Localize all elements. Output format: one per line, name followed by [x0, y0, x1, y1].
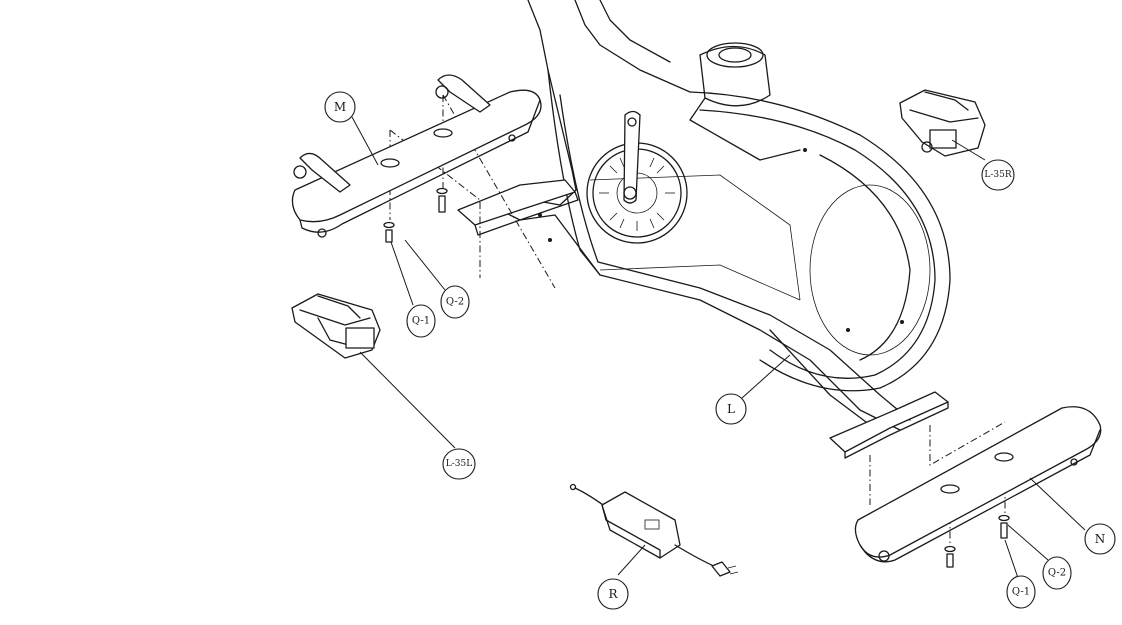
front-stabilizer-part-M — [291, 74, 542, 238]
callout-Q2-rear: Q-2 — [1042, 556, 1072, 590]
callout-L-35L: L-35L — [442, 448, 476, 480]
front-bolts-Q1-Q2 — [383, 187, 448, 243]
assembly-lines-rear — [869, 421, 1006, 545]
callout-L: L — [715, 393, 747, 425]
left-pedal-part-L-35L — [291, 293, 381, 359]
callout-Q1-rear: Q-1 — [1006, 575, 1036, 609]
callout-Q1-front: Q-1 — [406, 304, 436, 338]
right-pedal-part-L-35R — [899, 89, 986, 157]
rear-stabilizer-part-N — [854, 406, 1102, 563]
svg-text:Q-2: Q-2 — [446, 297, 464, 308]
leader-lines — [351, 116, 1086, 579]
callout-R: R — [597, 578, 629, 610]
svg-text:Q-1: Q-1 — [1012, 587, 1030, 598]
svg-text:L-35L: L-35L — [446, 459, 472, 469]
svg-text:L-35R: L-35R — [984, 170, 1011, 180]
rear-bolts-Q1-Q2 — [944, 514, 1010, 568]
power-adapter-part-R — [569, 483, 739, 577]
bike-frame-part-L — [457, 0, 951, 459]
svg-text:L: L — [727, 402, 735, 416]
callout-N: N — [1084, 523, 1116, 555]
svg-text:R: R — [608, 587, 618, 601]
callout-Q2-front: Q-2 — [440, 285, 470, 319]
svg-text:M: M — [334, 100, 346, 114]
callout-L-35R: L-35R — [981, 159, 1015, 191]
svg-text:Q-2: Q-2 — [1048, 568, 1066, 579]
svg-text:Q-1: Q-1 — [412, 316, 430, 327]
svg-text:N: N — [1095, 532, 1106, 546]
callout-M: M — [324, 91, 356, 123]
